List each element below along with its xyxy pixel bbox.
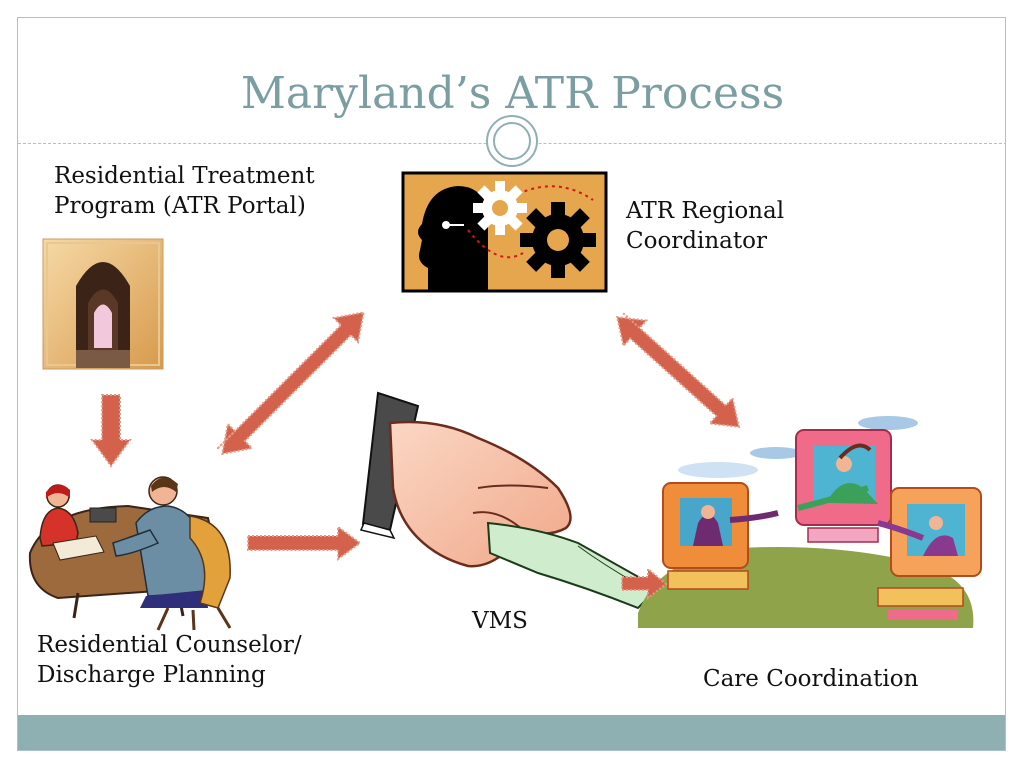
arrow-right-counselor-vms xyxy=(247,525,362,561)
slide: Maryland’s ATR Process Residential Treat… xyxy=(17,17,1006,751)
label-care-coordination: Care Coordination xyxy=(703,666,919,692)
circle-ornament-icon xyxy=(486,115,538,167)
label-vms: VMS xyxy=(472,608,528,634)
circle-ornament-inner xyxy=(493,122,531,160)
label-regional-coordinator: ATR Regional Coordinator xyxy=(626,198,785,254)
archway-icon xyxy=(42,238,164,370)
footer-bar xyxy=(18,715,1005,750)
computers-network-icon xyxy=(638,416,982,628)
hand-money-icon xyxy=(359,391,660,610)
slide-title: Maryland’s ATR Process xyxy=(240,68,785,119)
label-counselor: Residential Counselor/ Discharge Plannin… xyxy=(37,632,302,688)
label-residential-treatment: Residential Treatment Program (ATR Porta… xyxy=(54,163,315,219)
arrow-double-right xyxy=(615,312,741,429)
arrow-right-vms-care xyxy=(621,566,668,601)
arrow-double-left xyxy=(216,311,365,456)
arrow-down xyxy=(90,394,132,468)
counselor-meeting-icon xyxy=(28,476,232,631)
process-diagram xyxy=(28,171,982,631)
gears-head-icon xyxy=(401,171,608,293)
